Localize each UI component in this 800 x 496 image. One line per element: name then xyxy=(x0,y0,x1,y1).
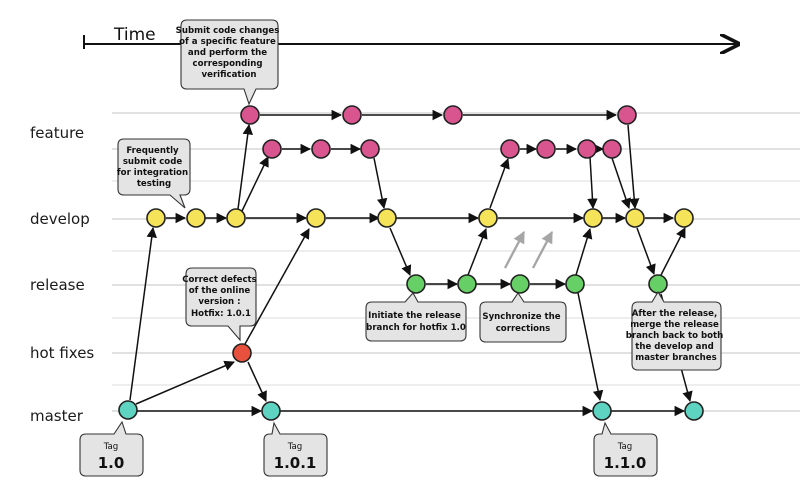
callout-feature-box xyxy=(180,19,279,106)
feature-commit xyxy=(443,105,463,125)
tag-1-1-0-title: Tag xyxy=(617,442,633,452)
feature-commit xyxy=(342,105,362,125)
tag-1-1-0-version: 1.1.0 xyxy=(604,454,647,472)
arrow-develop-to-release-2 xyxy=(636,227,656,275)
feature-commit xyxy=(500,139,520,159)
master-commit xyxy=(118,400,138,420)
arrow-hotfix-to-master xyxy=(247,361,267,402)
commit-nodes xyxy=(118,105,704,421)
arrow-develop-to-feature-mid xyxy=(241,156,269,212)
arrow-master-to-hotfix xyxy=(135,360,235,405)
master-commit xyxy=(684,401,704,421)
hotfix-commit xyxy=(232,343,252,363)
arrow-release-to-develop xyxy=(467,228,488,276)
arrow-feature-b-to-develop-2 xyxy=(611,157,631,209)
lane-label-develop: develop xyxy=(30,210,90,228)
callout-merge-box xyxy=(631,290,722,371)
sync-arrow-1 xyxy=(503,230,526,269)
tag-1-1-0-box xyxy=(593,421,658,477)
feature-commit xyxy=(311,139,331,159)
master-commit xyxy=(592,401,612,421)
develop-commit xyxy=(625,208,645,228)
callout-feature: Submit code changes of a specific featur… xyxy=(176,19,283,106)
sync-arrow-2 xyxy=(531,230,554,269)
callout-sync-text: Synchronize the corrections xyxy=(482,312,563,334)
tag-1-0-1-box xyxy=(263,421,328,477)
callout-integration-box xyxy=(117,138,191,209)
arrow-develop-to-feature-b xyxy=(489,158,510,209)
callout-sync: Synchronize the corrections xyxy=(479,292,567,343)
develop-commit xyxy=(583,208,603,228)
release-commit xyxy=(406,274,426,294)
callout-hotfix-text: Correct defects of the online version : … xyxy=(182,275,260,319)
callout-sync-box xyxy=(479,292,567,343)
arrow-release2-to-develop xyxy=(660,227,686,276)
master-commit xyxy=(261,401,281,421)
lane-label-hot-fixes: hot fixes xyxy=(30,344,94,362)
develop-commit xyxy=(674,208,694,228)
arrow-release-to-master xyxy=(577,292,604,402)
callout-release-box xyxy=(365,292,467,342)
callout-hotfix-box xyxy=(185,267,257,342)
develop-commit xyxy=(306,208,326,228)
callout-merge-text: After the release, merge the release bra… xyxy=(626,309,727,363)
arrow-develop-to-release xyxy=(389,227,412,276)
tag-1-0-1-title: Tag xyxy=(287,442,303,452)
callout-hotfix: Correct defects of the online version : … xyxy=(182,267,260,342)
feature-commit xyxy=(617,105,637,125)
tag-1-0-1-version: 1.0.1 xyxy=(274,454,317,472)
callout-integration-text: Frequently submit code for integration t… xyxy=(117,146,191,189)
arrow-release-to-develop-2 xyxy=(575,227,593,276)
tag-1-0-box xyxy=(79,420,144,477)
arrow-develop-to-feature-top xyxy=(237,123,253,210)
feature-commit xyxy=(360,139,380,159)
feature-commit xyxy=(602,139,622,159)
time-label: Time xyxy=(113,25,156,45)
tag-1-0-title: Tag xyxy=(103,442,119,452)
feature-commit xyxy=(262,139,282,159)
arrow-feature-mid-to-develop xyxy=(373,157,388,210)
arrow-master-to-develop xyxy=(129,226,157,401)
callout-feature-text: Submit code changes of a specific featur… xyxy=(176,26,283,80)
release-commit xyxy=(457,274,477,294)
feature-commit xyxy=(577,139,597,159)
feature-commit xyxy=(240,105,260,125)
release-commit xyxy=(510,274,530,294)
tag-1-0: Tag 1.0 xyxy=(79,420,144,477)
arrow-feature-b-to-develop xyxy=(587,156,598,210)
callout-release-text: Initiate the release branch for hotfix 1… xyxy=(366,311,466,333)
callout-release: Initiate the release branch for hotfix 1… xyxy=(365,292,467,342)
tag-1-0-1: Tag 1.0.1 xyxy=(263,421,328,477)
tag-1-1-0: Tag 1.1.0 xyxy=(593,421,658,477)
lane-label-release: release xyxy=(30,276,85,294)
flow-arrows xyxy=(129,109,693,417)
develop-commit xyxy=(146,208,166,228)
develop-commit xyxy=(377,208,397,228)
lane-labels: feature develop release hot fixes master xyxy=(30,124,94,425)
tag-1-0-version: 1.0 xyxy=(98,454,125,472)
feature-commit xyxy=(536,139,556,159)
develop-commit xyxy=(186,208,206,228)
release-commit xyxy=(648,274,668,294)
develop-commit xyxy=(478,208,498,228)
lane-label-master: master xyxy=(30,407,84,425)
arrow-feature-top-to-develop xyxy=(627,124,640,210)
develop-commit xyxy=(226,208,246,228)
lane-label-feature: feature xyxy=(30,124,84,142)
arrow-hotfix-to-develop xyxy=(244,228,310,345)
callout-merge: After the release, merge the release bra… xyxy=(626,290,727,371)
callout-integration: Frequently submit code for integration t… xyxy=(117,138,191,209)
release-commit xyxy=(565,274,585,294)
